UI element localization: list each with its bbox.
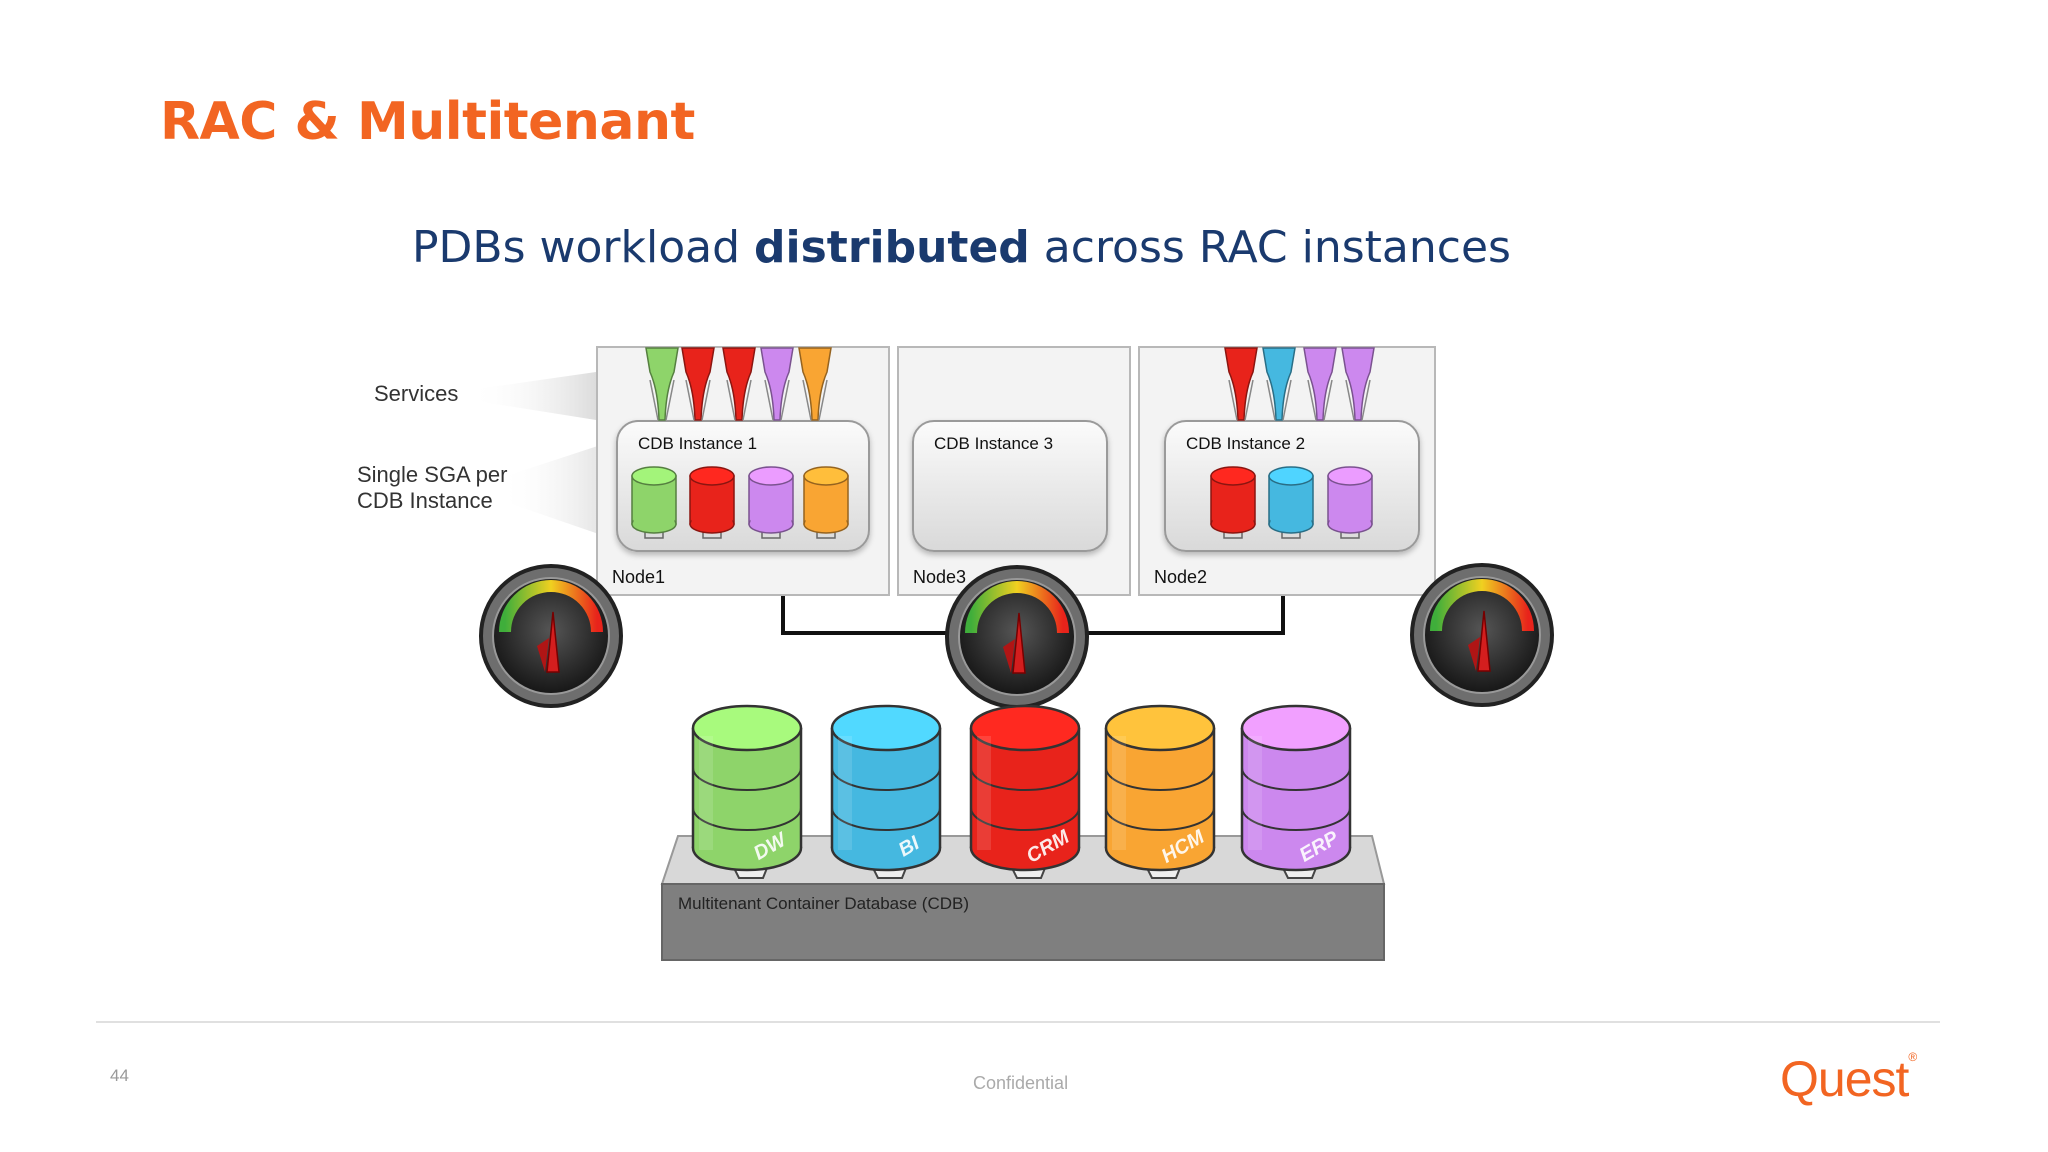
gauge-node2 (1410, 563, 1554, 707)
pdb-bi: BI (830, 704, 942, 879)
service-funnel-node1-3 (722, 347, 756, 421)
services-label: Services (374, 381, 459, 406)
sga-pdb-node1-3 (748, 466, 794, 539)
sga-label: Single SGA per CDB Instance (357, 462, 507, 514)
gauge-node1 (479, 564, 623, 708)
node-2-label: Node2 (1154, 567, 1208, 587)
service-funnel-node2-3 (1303, 347, 1337, 421)
sga-pdb-node2-1 (1210, 466, 1256, 539)
cdb-instance-1-label: CDB Instance 1 (638, 434, 758, 453)
service-funnel-node2-4 (1341, 347, 1375, 421)
confidential-label: Confidential (973, 1073, 1069, 1093)
slide-subtitle: PDBs workload distributed across RAC ins… (412, 222, 1511, 273)
node-1-label: Node1 (612, 567, 666, 587)
pdb-erp: ERP (1240, 704, 1352, 879)
pdb-hcm: HCM (1104, 704, 1216, 879)
cdb-platform-front (661, 883, 1385, 961)
cdb-label: Multitenant Container Database (CDB) (678, 894, 970, 913)
subtitle-text-1: PDBs workload (412, 222, 755, 273)
quest-logo-mark: ® (1908, 1050, 1917, 1064)
service-funnel-node2-1 (1224, 347, 1258, 421)
gauge-node3 (945, 565, 1089, 709)
slide-title: RAC & Multitenant (160, 92, 695, 152)
service-funnel-node2-2 (1262, 347, 1296, 421)
footer-divider (96, 1021, 1940, 1023)
service-funnel-node1-1 (645, 347, 679, 421)
quest-logo: Quest® (1780, 1050, 1917, 1108)
subtitle-text-2: across RAC instances (1029, 222, 1511, 273)
sga-pdb-node2-3 (1327, 466, 1373, 539)
node-3-label: Node3 (913, 567, 967, 587)
pdb-dw: DW (691, 704, 803, 879)
service-funnel-node1-4 (760, 347, 794, 421)
cdb-instance-3-label: CDB Instance 3 (934, 434, 1054, 453)
subtitle-emphasis: distributed (754, 222, 1030, 273)
sga-pdb-node1-2 (689, 466, 735, 539)
sga-beam (500, 440, 616, 540)
service-funnel-node1-2 (681, 347, 715, 421)
cdb-instance-2-label: CDB Instance 2 (1186, 434, 1306, 453)
page-number: 44 (110, 1066, 129, 1085)
sga-pdb-node1-4 (803, 466, 849, 539)
cdb-instance-3: CDB Instance 3 (912, 420, 1108, 552)
sga-label-line2: CDB Instance (357, 488, 493, 513)
quest-logo-text: Quest (1780, 1051, 1909, 1107)
sga-pdb-node1-1 (631, 466, 677, 539)
sga-label-line1: Single SGA per (357, 462, 508, 487)
service-funnel-node1-5 (798, 347, 832, 421)
sga-pdb-node2-2 (1268, 466, 1314, 539)
services-beam (470, 372, 596, 420)
pdb-crm: CRM (969, 704, 1081, 879)
